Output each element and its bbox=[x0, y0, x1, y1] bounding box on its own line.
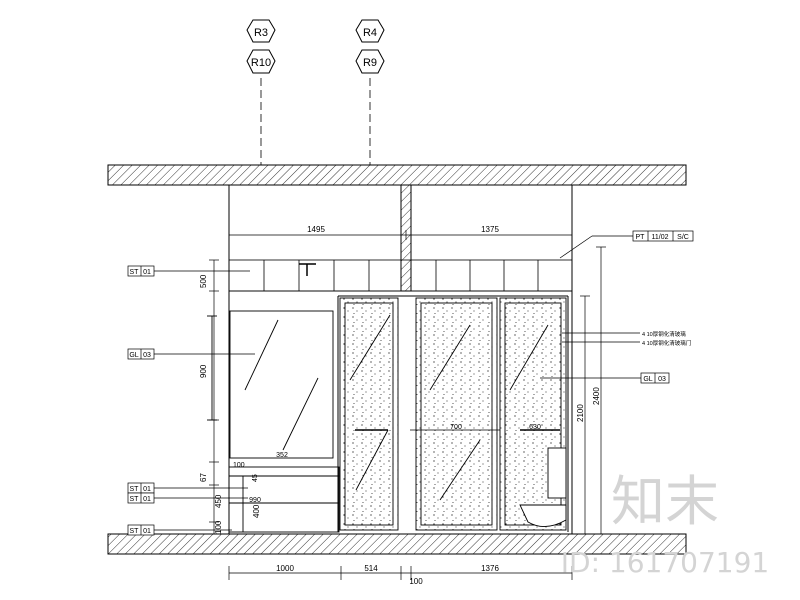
tile-band bbox=[228, 259, 573, 292]
material-tag-gl03: GL 03 bbox=[540, 372, 670, 384]
material-tag-st01: ST 01 bbox=[127, 265, 250, 277]
dim-label: 514 bbox=[364, 564, 378, 573]
svg-text:01: 01 bbox=[143, 528, 151, 535]
dim-label: 630 bbox=[529, 424, 541, 431]
svg-text:GL: GL bbox=[129, 352, 138, 359]
svg-text:GL: GL bbox=[643, 376, 652, 383]
material-tag-pt11: PT 11/02 S/C bbox=[559, 230, 694, 259]
grid-marker-1: R3 R10 bbox=[246, 19, 276, 165]
svg-text:03: 03 bbox=[658, 376, 666, 383]
toilet bbox=[519, 447, 567, 527]
glass-panel-left bbox=[339, 297, 399, 531]
bottom-dimension-line bbox=[228, 566, 573, 580]
svg-text:ST: ST bbox=[130, 528, 140, 535]
dim-label: 2100 bbox=[576, 404, 585, 422]
ceiling-slab bbox=[107, 164, 687, 186]
glass-note-leaders: 4 10厚钢化清玻璃 4 10厚钢化清玻璃门 bbox=[562, 330, 691, 347]
dim-label: 1375 bbox=[481, 225, 499, 234]
svg-text:ST: ST bbox=[130, 496, 140, 503]
dim-label: 45 bbox=[252, 474, 259, 482]
svg-text:PT: PT bbox=[636, 234, 646, 241]
grid-label-bottom: R9 bbox=[363, 57, 377, 69]
dim-label: 100 bbox=[233, 462, 245, 469]
dim-label: 990 bbox=[249, 497, 261, 504]
left-dimension-line bbox=[209, 259, 219, 534]
dim-label: 1376 bbox=[481, 564, 499, 573]
dim-label: 700 bbox=[450, 424, 462, 431]
dim-label: 900 bbox=[199, 364, 208, 378]
svg-text:ST: ST bbox=[130, 269, 140, 276]
dim-label: 100 bbox=[214, 520, 223, 534]
svg-text:ST: ST bbox=[130, 486, 140, 493]
vanity-counter bbox=[228, 466, 340, 533]
watermark-id: ID: 161707191 bbox=[561, 546, 769, 579]
dim-label: 1000 bbox=[276, 564, 294, 573]
grid-label-top: R4 bbox=[363, 27, 377, 39]
note-text: 4 10厚钢化清玻璃门 bbox=[642, 339, 691, 347]
svg-text:01: 01 bbox=[143, 486, 151, 493]
svg-text:01: 01 bbox=[143, 269, 151, 276]
note-text: 4 10厚钢化清玻璃 bbox=[642, 330, 686, 338]
watermark-logo: 知末 bbox=[611, 470, 719, 533]
material-tag-st01: ST 01 bbox=[127, 524, 232, 536]
svg-text:03: 03 bbox=[143, 352, 151, 359]
dim-label: 100 bbox=[409, 577, 423, 586]
right-dimension-line bbox=[580, 246, 606, 534]
top-dimension-line bbox=[228, 230, 573, 240]
dim-label: 450 bbox=[214, 494, 223, 508]
material-tag-gl03: GL 03 bbox=[127, 348, 255, 360]
dim-label: 1495 bbox=[307, 225, 325, 234]
material-tag-st01: ST 01 bbox=[127, 492, 248, 504]
floor-slab bbox=[107, 533, 687, 555]
glass-panel-center bbox=[410, 297, 500, 531]
door-frame bbox=[337, 295, 569, 532]
grid-label-bottom: R10 bbox=[251, 57, 271, 69]
dim-label: 500 bbox=[199, 274, 208, 288]
svg-text:S/C: S/C bbox=[677, 234, 689, 241]
dim-label: 2400 bbox=[592, 387, 601, 405]
dim-label: 67 bbox=[199, 473, 208, 482]
material-tag-st01: ST 01 bbox=[127, 482, 248, 494]
grid-label-top: R3 bbox=[254, 27, 268, 39]
mirror bbox=[207, 310, 334, 459]
grid-marker-2: R4 R9 bbox=[355, 19, 385, 165]
dim-label: 400 bbox=[252, 504, 261, 518]
svg-text:11/02: 11/02 bbox=[652, 234, 669, 241]
dim-label: 352 bbox=[276, 452, 288, 459]
svg-text:01: 01 bbox=[143, 496, 151, 503]
